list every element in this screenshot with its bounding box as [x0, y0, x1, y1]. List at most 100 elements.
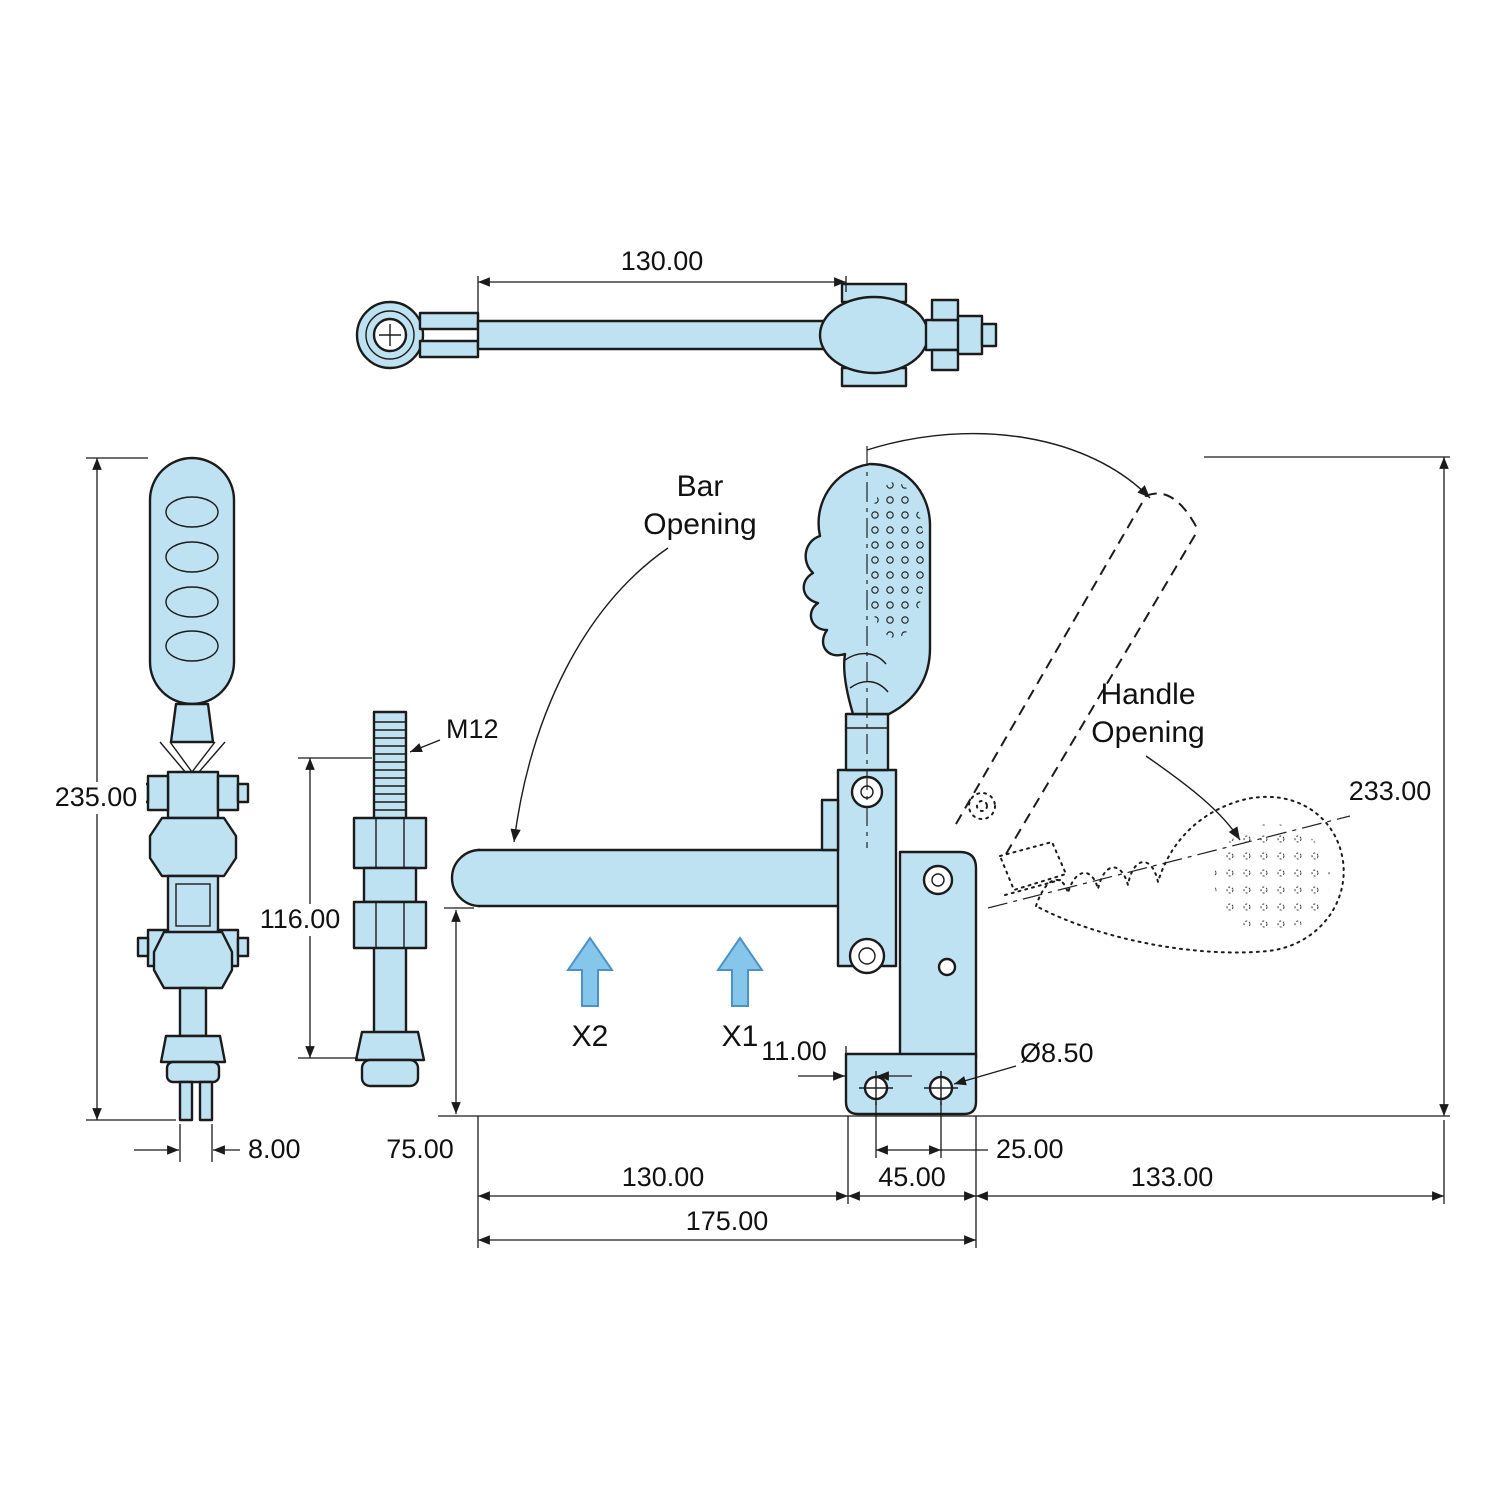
text-mask: [250, 904, 352, 936]
body-plate-inner: [175, 883, 211, 927]
open-link-line: [1004, 879, 1061, 896]
dim-open-height: 233.00: [1204, 456, 1450, 1116]
open-position: [866, 432, 1351, 954]
hex-nut-upper-side: [148, 816, 238, 878]
grip-oval: [165, 496, 219, 528]
body-small-hole: [937, 957, 957, 977]
open-grip-outline: [1034, 795, 1345, 954]
mounting-hole-right: [924, 1071, 958, 1105]
open-link-pin: [968, 792, 996, 820]
dim-text-hole-offset: 11.00: [761, 1036, 827, 1066]
dim-text-body-width: 45.00: [878, 1162, 946, 1192]
leader-line: [1145, 755, 1241, 841]
dimensions: 130.00 235.00 8.00 M12 116.00: [46, 246, 1450, 1248]
open-grip-texture: [1214, 824, 1330, 932]
fork-prong-left: [178, 1080, 194, 1122]
force-arrow-x1: X1: [716, 936, 764, 1053]
open-rod-edge: [1005, 529, 1199, 855]
side-view: [136, 456, 250, 1122]
hex-nut-upper: [352, 816, 428, 870]
pivot-boss-right: [216, 774, 240, 812]
mounting-hole-left: [859, 1071, 893, 1105]
leader-line: [409, 739, 441, 753]
open-link-plate: [998, 840, 1068, 892]
text-mask: [46, 782, 146, 814]
thread-lines: [374, 721, 406, 811]
fork-prong-right: [198, 1080, 214, 1122]
dim-bar-height: 75.00: [386, 907, 474, 1164]
spindle-foot: [354, 1030, 426, 1062]
lower-pivot-pin-inner: [858, 947, 876, 965]
open-rod-edge: [955, 495, 1147, 825]
end-knob-tip: [980, 322, 998, 348]
dim-spindle-thread: M12: [409, 714, 499, 753]
dim-text-handle-reach: 133.00: [1131, 1162, 1214, 1192]
top-view: [355, 282, 998, 388]
clamp-bar-round-tip: [450, 848, 481, 908]
open-grip-centerline: [987, 815, 1351, 909]
dim-text-closed-height: 235.00: [55, 782, 138, 812]
shaft-top-view: [924, 318, 962, 352]
nut-tab-bottom: [930, 348, 960, 372]
lower-stub-right: [236, 936, 250, 958]
hex-nut-lower: [352, 900, 428, 950]
grip-wave-line: [849, 681, 889, 693]
handle-neck-side: [169, 702, 215, 744]
spindle-view: [352, 710, 428, 1088]
front-view: [450, 446, 978, 1116]
pivot-stub-right: [236, 782, 250, 804]
dim-closed-height: 235.00: [46, 457, 176, 1121]
clevis-prong-top: [418, 311, 480, 331]
open-rod-cap: [1145, 492, 1199, 531]
dim-spindle-length: 116.00: [250, 757, 372, 1059]
dim-text-bar-height: 75.00: [386, 1134, 454, 1164]
bar-opening-text-line2: Opening: [643, 508, 756, 541]
dim-text-bar-length: 130.00: [622, 1162, 705, 1192]
open-link-pin-inner: [976, 800, 988, 812]
grip-oval: [165, 630, 219, 662]
dim-fork-slot-width: 8.00: [134, 1124, 301, 1164]
link-plate-step: [820, 798, 840, 852]
dim-text-spindle-thread: M12: [446, 714, 499, 744]
pivot-boss-left: [146, 774, 170, 812]
spindle-shaft-side: [178, 986, 208, 1038]
dim-bottom-row: 130.00 45.00 133.00 175.00: [477, 1116, 1445, 1248]
dim-text-fork-slot-width: 8.00: [248, 1134, 301, 1164]
handle-opening-text-line2: Opening: [1091, 716, 1204, 749]
body-plate: [898, 850, 978, 1060]
dim-hole-diameter: Ø8.50: [953, 1038, 1094, 1086]
body-pivot-pin-inner: [931, 873, 945, 887]
label-handle-opening: Handle Opening: [1091, 678, 1241, 841]
handle-swing-arc: [866, 432, 1151, 499]
dim-hole-spacing: 25.00: [875, 1102, 1064, 1164]
bar-opening-text-line1: Bar: [677, 470, 724, 503]
clevis-prong-bottom: [418, 339, 480, 359]
handle-opening-text-line1: Handle: [1100, 678, 1195, 711]
force-arrow-shape: [716, 936, 764, 1007]
spindle-foot-side: [159, 1034, 227, 1064]
force-arrow-shape: [566, 936, 614, 1007]
dim-text-overall-length: 175.00: [686, 1206, 769, 1236]
body-pivot-pin: [922, 864, 954, 896]
lower-pivot-pin: [848, 937, 886, 975]
dim-hole-offset: 11.00: [761, 1036, 912, 1084]
end-knob: [956, 314, 984, 356]
leader-line: [510, 547, 669, 843]
lower-stub-left: [136, 936, 150, 958]
clamp-bar: [476, 848, 850, 908]
joint-block-side: [166, 770, 220, 820]
force-arrow-x2: X2: [566, 936, 614, 1053]
spindle-pad-ring: [365, 310, 415, 360]
spindle-foot-cap: [360, 1058, 420, 1088]
spacer-collar: [362, 866, 418, 904]
dim-top-bar-length: 130.00: [477, 246, 847, 318]
clamp-bar-top-view: [476, 319, 848, 351]
grip-oval: [165, 586, 219, 618]
handle-grip-side: [148, 456, 236, 706]
pivot-body-top-view: [818, 295, 930, 375]
hex-nut-lower-side: [152, 930, 234, 990]
label-bar-opening: Bar Opening: [510, 470, 757, 843]
dim-text-hole-spacing: 25.00: [996, 1134, 1064, 1164]
link-line: [191, 741, 216, 773]
